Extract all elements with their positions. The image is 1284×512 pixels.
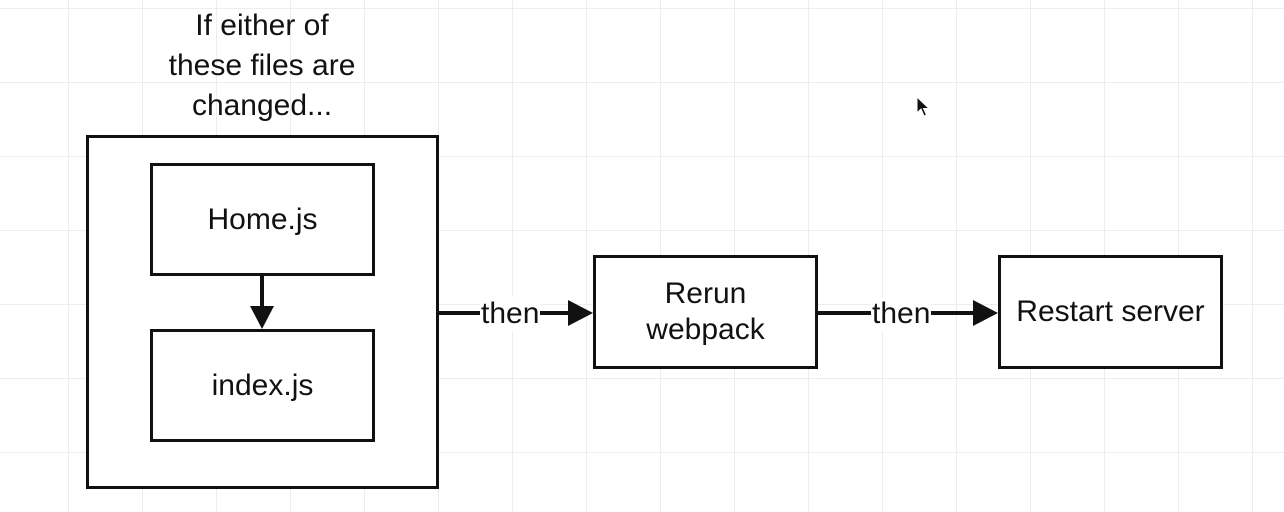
node-index-js: index.js [150,329,375,442]
edge-label-then-1: then [480,297,541,331]
mouse-pointer-icon [916,96,930,117]
arrowhead-icon [568,300,593,326]
caption-line-2: these files are [168,49,356,82]
diagram-caption: If either of these files are changed... [130,6,394,126]
node-rerun-webpack-line-1: Rerun [664,277,747,310]
arrowhead-icon [973,300,998,326]
node-home-js: Home.js [150,163,375,276]
node-rerun-webpack-line-2: webpack [646,313,765,346]
node-rerun-webpack: Rerun webpack [593,255,818,369]
caption-line-3: changed... [191,89,333,122]
node-home-js-label: Home.js [207,202,318,236]
caption-line-1: If either of [195,9,329,42]
node-index-js-label: index.js [211,368,314,402]
node-restart-server-label: Restart server [1016,295,1205,328]
edge-label-then-2: then [871,297,932,331]
node-restart-server: Restart server [998,255,1223,369]
